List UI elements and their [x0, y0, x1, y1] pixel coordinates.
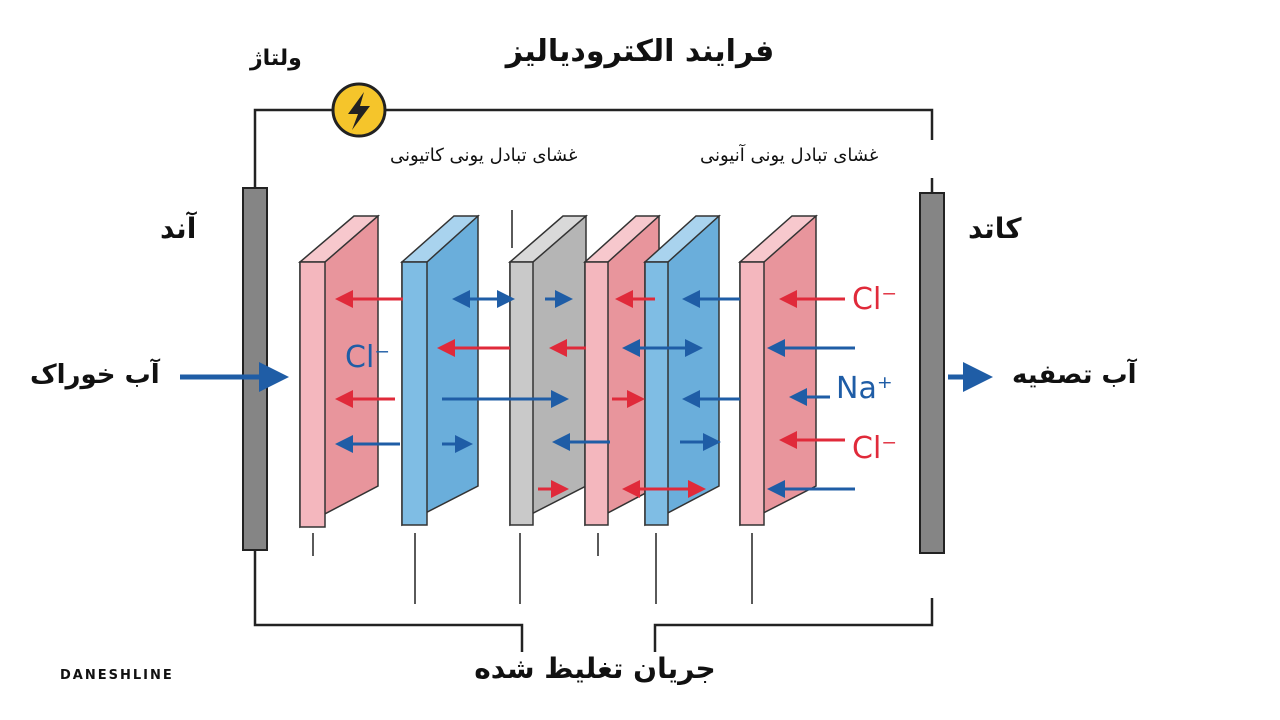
product-water-label: آب تصفیه	[1012, 360, 1137, 390]
lightning-bolt-icon	[348, 92, 370, 130]
membrane-pink-3	[738, 214, 818, 527]
anion-membrane-label: غشای تبادل یونی آنیونی	[700, 145, 879, 166]
membrane-blue-2	[643, 214, 721, 527]
cation-membrane-label: غشای تبادل یونی کاتیونی	[390, 145, 578, 166]
voltage-label: ولتاژ	[250, 46, 302, 71]
membrane-gray	[507, 214, 589, 527]
circuit-wire	[253, 108, 934, 652]
anion-migration-arrows	[335, 290, 845, 498]
cathode-label: کاتد	[968, 212, 1022, 245]
chloride-label-top: Cl⁻	[852, 282, 897, 317]
cathode-electrode	[919, 192, 945, 554]
anode-label: آند	[160, 212, 197, 245]
sodium-label: Na⁺	[836, 371, 893, 406]
chloride-label-left: Cl⁻	[345, 340, 390, 375]
membrane-pink-1	[297, 214, 381, 529]
diagram-title: فرایند الکترودیالیز	[505, 34, 775, 69]
membrane-blue-1	[400, 214, 480, 527]
power-source	[331, 82, 387, 138]
concentrate-stream-label: جریان تغلیظ شده	[474, 652, 716, 685]
feed-water-label: آب خوراک	[30, 360, 160, 390]
lead-lines	[312, 210, 753, 604]
brand-logo: DANESHLINE	[60, 668, 174, 683]
cation-migration-arrows	[335, 290, 855, 498]
chloride-label-bottom: Cl⁻	[852, 431, 897, 466]
anode-electrode	[242, 187, 268, 551]
